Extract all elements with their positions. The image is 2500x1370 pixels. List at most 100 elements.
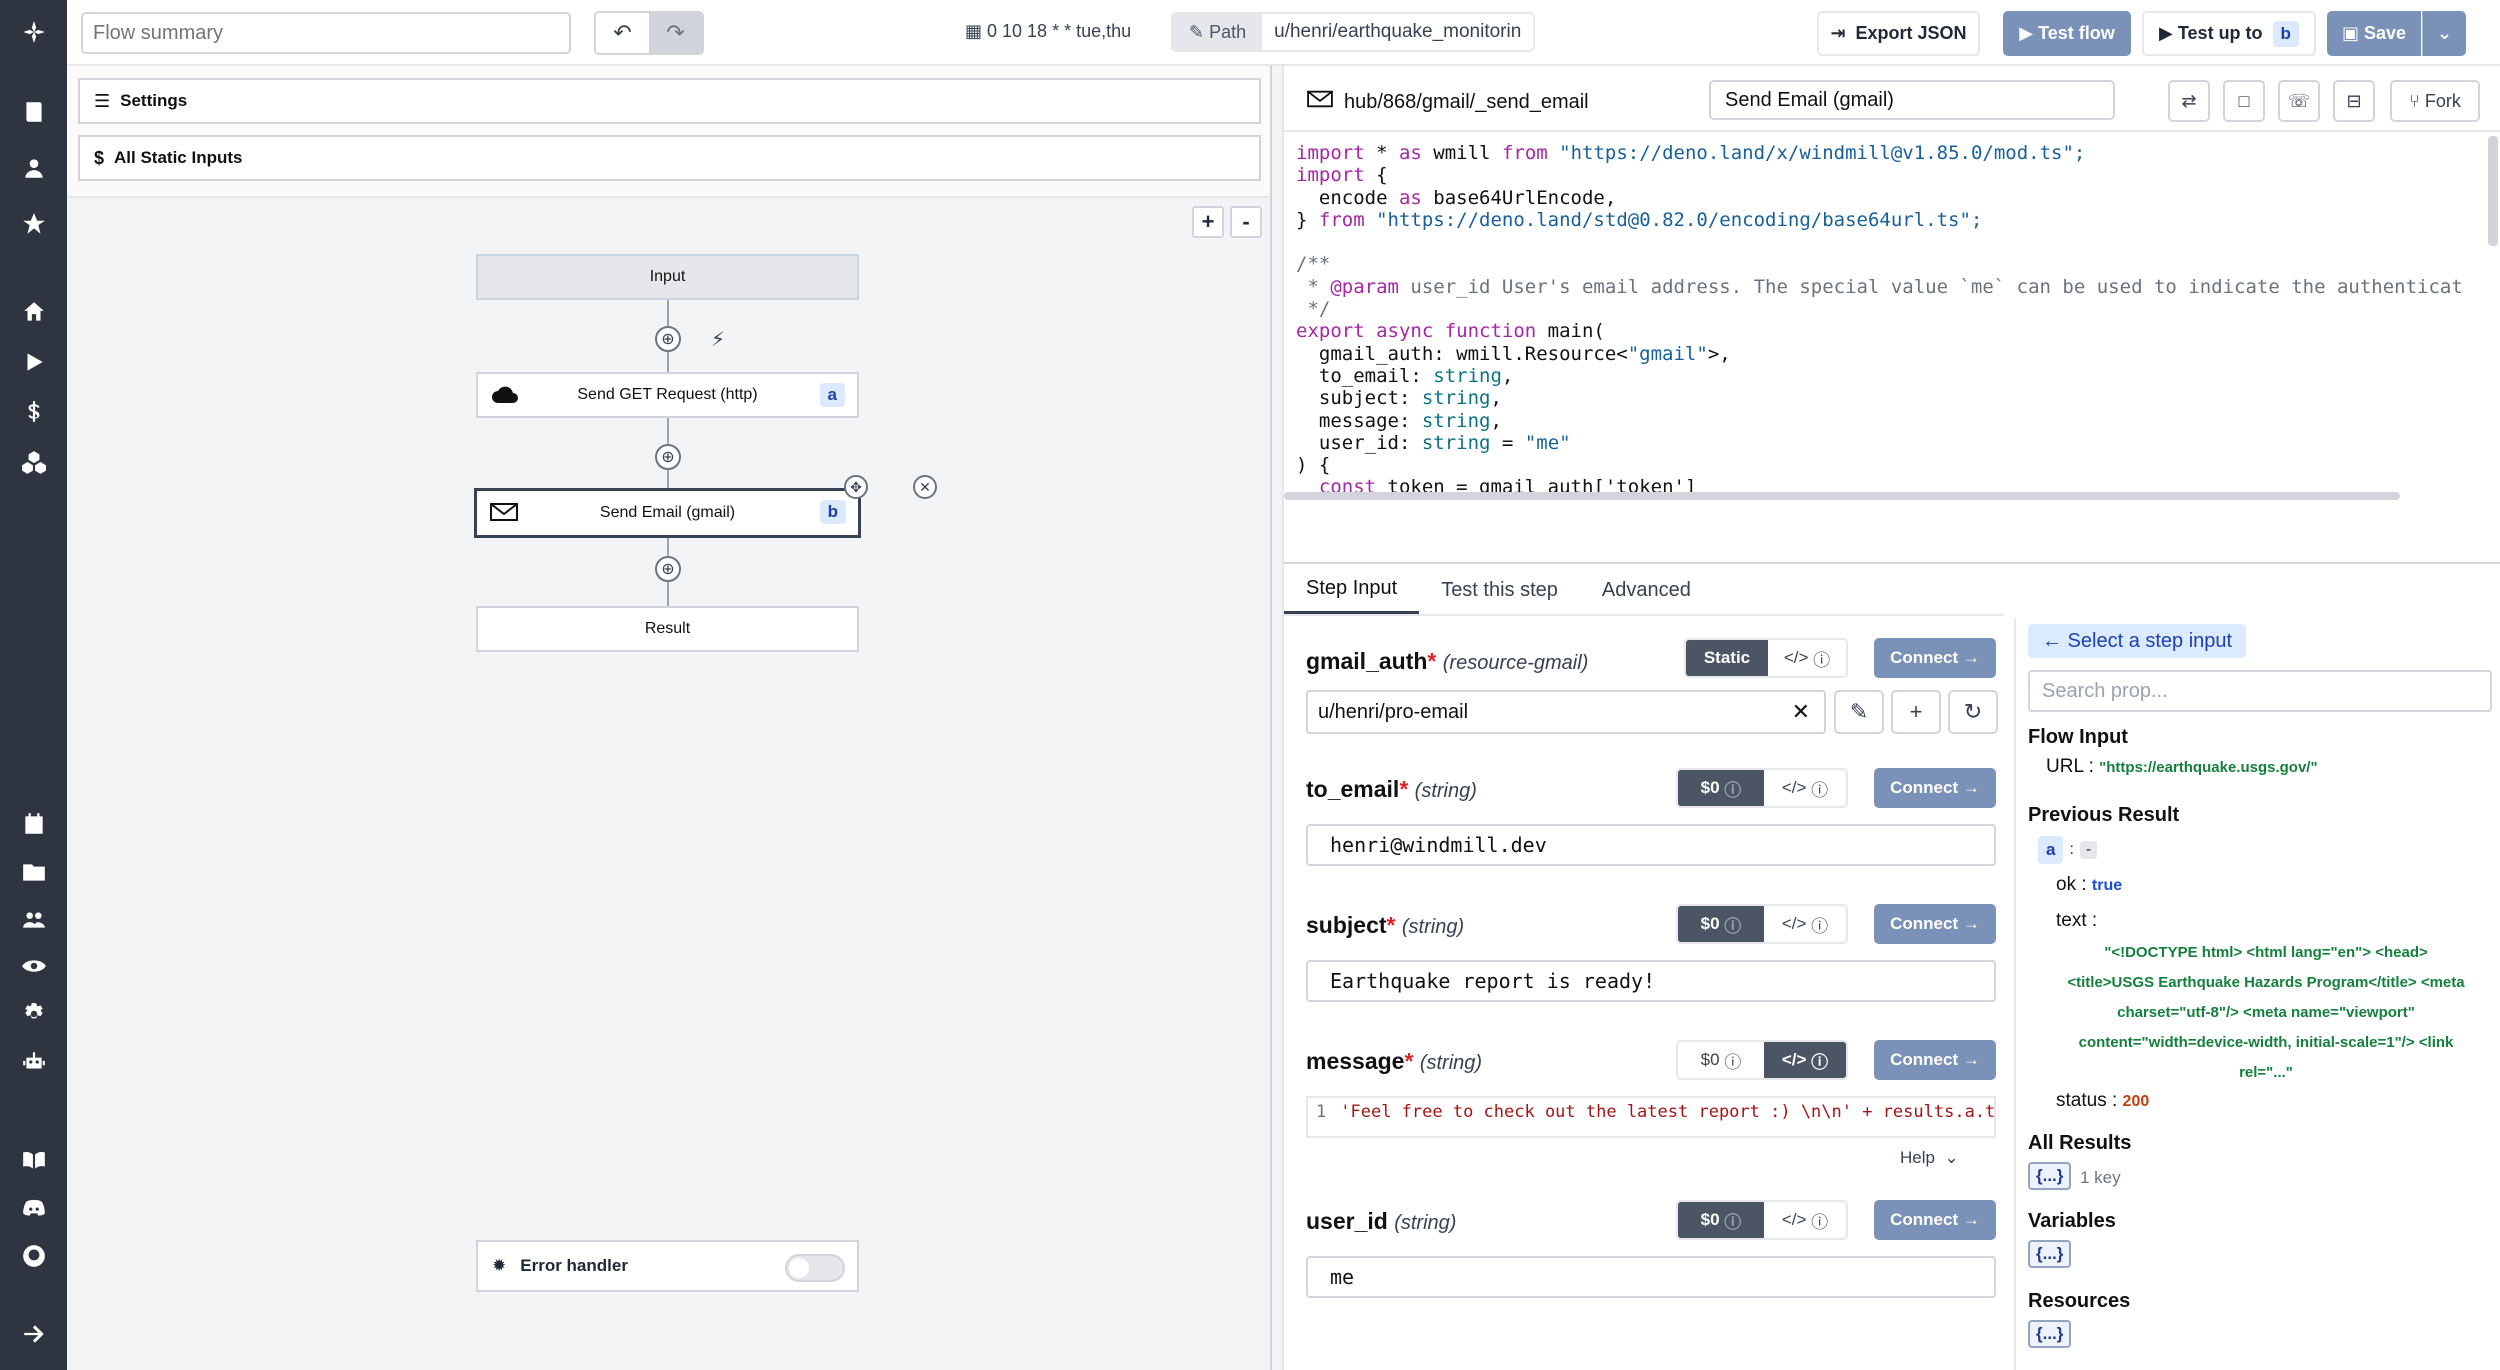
save-options-chevron-icon[interactable]: ⌄ bbox=[2422, 11, 2466, 56]
clear-icon[interactable]: ✕ bbox=[1792, 699, 1810, 725]
tab-step-input[interactable]: Step Input bbox=[1284, 566, 1419, 614]
js-mode-button[interactable]: $0 ⓘ bbox=[1678, 906, 1764, 942]
collapse-button[interactable]: - bbox=[2080, 841, 2097, 859]
export-json-button[interactable]: ⇥ Export JSON bbox=[1817, 11, 1980, 56]
test-up-to-button[interactable]: ▶ Test up tob bbox=[2142, 11, 2316, 56]
text-field-value[interactable]: "<!DOCTYPE html> <html lang="en"> <head>… bbox=[2056, 938, 2476, 1088]
square-icon[interactable]: □ bbox=[2223, 80, 2265, 122]
help-toggle[interactable]: Help ⌄ bbox=[1900, 1148, 1959, 1168]
tab-test-this-step[interactable]: Test this step bbox=[1419, 566, 1580, 614]
save-button[interactable]: ▣ Save bbox=[2327, 11, 2421, 56]
docs-book-icon[interactable] bbox=[0, 1138, 67, 1182]
trigger-bolt-icon[interactable]: ⚡ bbox=[705, 326, 731, 352]
path-group[interactable]: ✎ Path u/henri/earthquake_monitorin bbox=[1171, 12, 1535, 52]
status-field[interactable]: status : 200 bbox=[2056, 1090, 2149, 1112]
code-v-scrollbar[interactable] bbox=[2488, 136, 2498, 246]
user-icon[interactable] bbox=[0, 146, 67, 190]
zoom-out-button[interactable]: - bbox=[1230, 206, 1262, 238]
static-inputs-bar[interactable]: $All Static Inputs bbox=[78, 135, 1261, 181]
delete-node-icon[interactable]: ✕ bbox=[913, 475, 937, 499]
discord-icon[interactable] bbox=[0, 1186, 67, 1230]
error-handler-toggle[interactable] bbox=[785, 1254, 845, 1282]
fork-button[interactable]: ⑂ Fork bbox=[2390, 80, 2480, 122]
bed-icon[interactable]: ⊟ bbox=[2333, 80, 2375, 122]
path-label: ✎ Path bbox=[1173, 14, 1262, 50]
cubes-icon[interactable] bbox=[0, 440, 67, 484]
result-node[interactable]: Result bbox=[476, 606, 859, 652]
user-id-input[interactable]: me bbox=[1306, 1256, 1996, 1298]
eye-icon[interactable] bbox=[0, 944, 67, 988]
info-icon: ⓘ bbox=[1724, 1048, 1741, 1073]
calendar-icon[interactable] bbox=[0, 802, 67, 846]
users-icon[interactable] bbox=[0, 898, 67, 942]
code-token: subject: bbox=[1296, 387, 1422, 409]
message-code-input[interactable]: 1'Feel free to check out the latest repo… bbox=[1306, 1096, 1996, 1138]
github-icon[interactable] bbox=[0, 1234, 67, 1278]
code-h-scrollbar[interactable] bbox=[1284, 492, 2400, 500]
code-mode-button[interactable]: </> ⓘ bbox=[1768, 640, 1846, 676]
test-flow-button[interactable]: ▶ Test flow bbox=[2003, 11, 2131, 56]
code-mode-button[interactable]: </> ⓘ bbox=[1764, 906, 1846, 942]
expand-arrow-icon[interactable] bbox=[0, 1312, 67, 1356]
js-mode-button[interactable]: $0 ⓘ bbox=[1678, 1202, 1764, 1238]
ok-field[interactable]: ok : true bbox=[2056, 874, 2122, 896]
resource-picker[interactable]: u/henri/pro-email✕ bbox=[1306, 690, 1826, 734]
star-icon[interactable] bbox=[0, 202, 67, 246]
to-email-input[interactable]: henri@windmill.dev bbox=[1306, 824, 1996, 866]
input-node[interactable]: Input bbox=[476, 254, 859, 300]
undo-icon[interactable]: ↶ bbox=[596, 13, 649, 53]
result-a-badge[interactable]: a bbox=[2038, 836, 2063, 864]
connect-button[interactable]: Connect → bbox=[1874, 768, 1996, 808]
gmail-node[interactable]: Send Email (gmail) b bbox=[474, 488, 861, 538]
select-step-input-button[interactable]: ← Select a step input bbox=[2028, 624, 2246, 658]
connect-button[interactable]: Connect → bbox=[1874, 638, 1996, 678]
robot-icon[interactable] bbox=[0, 1040, 67, 1084]
code-token: * bbox=[1365, 142, 1399, 164]
http-node-label: Send GET Request (http) bbox=[577, 386, 757, 404]
dollar-icon[interactable] bbox=[0, 390, 67, 434]
http-node[interactable]: Send GET Request (http) a bbox=[476, 372, 859, 418]
tab-advanced[interactable]: Advanced bbox=[1580, 566, 1713, 614]
flow-input-url[interactable]: URL : "https://earthquake.usgs.gov/" bbox=[2046, 756, 2318, 778]
swap-icon[interactable]: ⇄ bbox=[2168, 80, 2210, 122]
code-mode-button[interactable]: </> ⓘ bbox=[1764, 1202, 1846, 1238]
step-summary-input[interactable] bbox=[1709, 80, 2115, 120]
connect-button[interactable]: Connect → bbox=[1874, 904, 1996, 944]
code-mode-button[interactable]: </> ⓘ bbox=[1764, 1042, 1846, 1078]
refresh-icon[interactable]: ↻ bbox=[1948, 690, 1998, 734]
js-mode-button[interactable]: $0 ⓘ bbox=[1678, 1042, 1764, 1078]
panel-resize-handle[interactable] bbox=[1270, 66, 1284, 1370]
folder-icon[interactable] bbox=[0, 850, 67, 894]
code-token: "https://deno.land/x/windmill@v1.85.0/mo… bbox=[1548, 142, 2086, 164]
insert-step-icon[interactable]: ⊕ bbox=[655, 444, 681, 470]
settings-bar[interactable]: ☰Settings bbox=[78, 78, 1261, 124]
gear-icon[interactable] bbox=[0, 992, 67, 1036]
subject-input[interactable]: Earthquake report is ready! bbox=[1306, 960, 1996, 1002]
text-field-key[interactable]: text : bbox=[2056, 910, 2097, 932]
search-prop-input[interactable]: Search prop... bbox=[2028, 670, 2492, 712]
connect-button[interactable]: Connect → bbox=[1874, 1040, 1996, 1080]
windmill-logo-icon[interactable] bbox=[0, 10, 67, 54]
insert-step-icon[interactable]: ⊕ bbox=[655, 556, 681, 582]
flow-summary-input[interactable] bbox=[81, 12, 571, 54]
move-handle-icon[interactable]: ✥ bbox=[844, 475, 868, 499]
book-icon[interactable] bbox=[0, 90, 67, 134]
insert-step-icon[interactable]: ⊕ bbox=[655, 326, 681, 352]
zoom-in-button[interactable]: + bbox=[1192, 206, 1224, 238]
play-icon[interactable] bbox=[0, 340, 67, 384]
phone-icon[interactable]: ☏ bbox=[2278, 80, 2320, 122]
add-resource-icon[interactable]: + bbox=[1891, 690, 1941, 734]
code-token: = bbox=[1490, 432, 1524, 454]
home-icon[interactable] bbox=[0, 290, 67, 334]
code-mode-button[interactable]: </> ⓘ bbox=[1764, 770, 1846, 806]
edit-resource-icon[interactable]: ✎ bbox=[1834, 690, 1884, 734]
schedule-display[interactable]: ▦ 0 10 18 * * tue,thu bbox=[965, 21, 1131, 42]
js-mode-button[interactable]: $0 ⓘ bbox=[1678, 770, 1764, 806]
resources-object[interactable]: {...} bbox=[2028, 1320, 2071, 1348]
connect-button[interactable]: Connect → bbox=[1874, 1200, 1996, 1240]
redo-icon[interactable]: ↷ bbox=[649, 13, 702, 53]
all-results-object[interactable]: {...} bbox=[2028, 1162, 2071, 1190]
static-mode-button[interactable]: Static bbox=[1686, 640, 1768, 676]
variables-object[interactable]: {...} bbox=[2028, 1240, 2071, 1268]
save-icon: ▣ bbox=[2342, 23, 2364, 44]
